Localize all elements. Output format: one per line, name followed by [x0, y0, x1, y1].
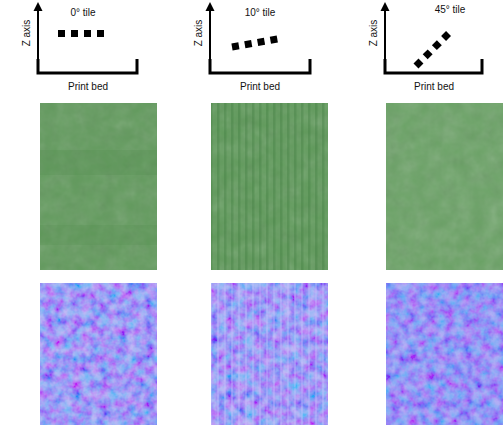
tile-angle-label: 0° tile — [70, 7, 95, 18]
normal-map — [40, 283, 503, 425]
axis-label: Z axis — [21, 20, 32, 47]
bed-label: Print bed — [68, 81, 108, 92]
bed-label: Print bed — [414, 81, 454, 92]
setup-45deg — [381, 2, 483, 73]
axis-label: Z axis — [368, 20, 379, 47]
bed-label: Print bed — [240, 81, 280, 92]
photo-texture — [40, 103, 503, 270]
setup-10deg — [206, 2, 311, 73]
tile-angle-label: 45° tile — [435, 4, 466, 15]
setup-0deg — [34, 2, 138, 73]
axis-label: Z axis — [193, 20, 204, 47]
tile-angle-label: 10° tile — [245, 7, 276, 18]
